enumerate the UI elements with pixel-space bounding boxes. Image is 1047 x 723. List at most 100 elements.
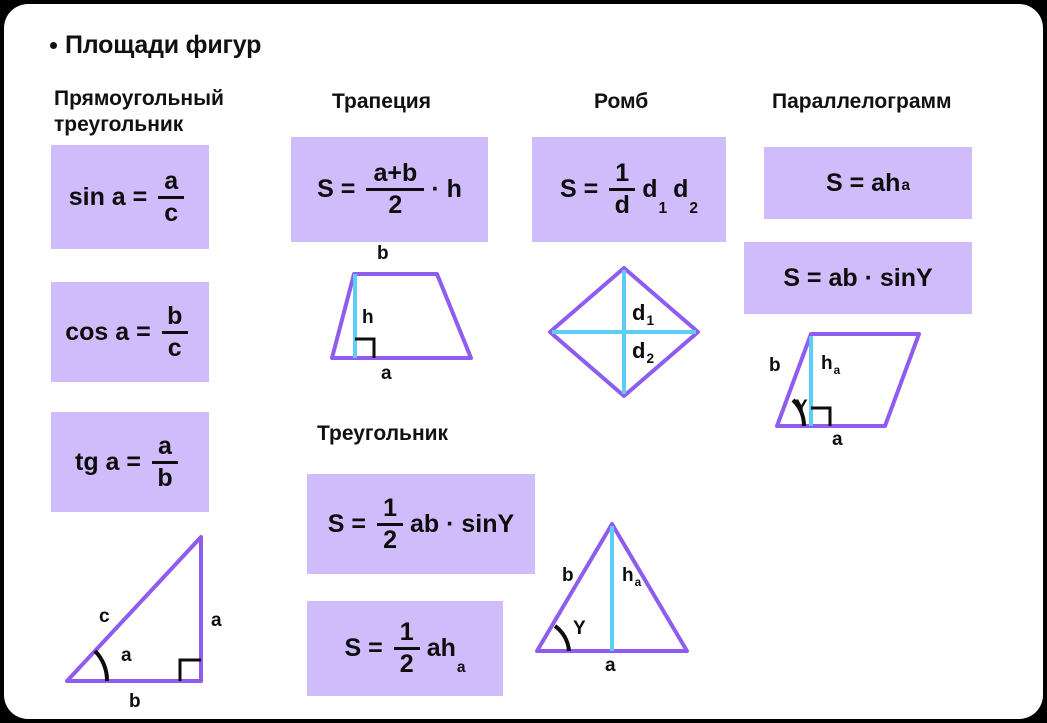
formula-sin-lhs: sin a =	[68, 182, 148, 211]
label-hypotenuse-c: c	[99, 606, 110, 627]
formula-tg-denominator: b	[157, 463, 173, 492]
fraction-bar	[152, 460, 178, 464]
right-angle-marker	[355, 337, 376, 358]
formula-cos-numerator: b	[167, 301, 183, 330]
formula-parallelogram-ah-sub: a	[901, 177, 910, 194]
section-heading-triangle: Треугольник	[317, 422, 449, 445]
formula-triangle-sin-tail: ab · sinY	[410, 509, 515, 538]
rhombus-outline	[548, 266, 700, 398]
trapezoid-svg	[330, 272, 473, 360]
fraction-bar	[158, 195, 185, 199]
trapezoid-diagram: b h a	[319, 244, 494, 383]
formula-cos-denominator: c	[167, 333, 182, 362]
label-angle-a: a	[121, 645, 132, 666]
right-triangle-svg	[65, 535, 203, 683]
label-height-ha: ha	[622, 565, 642, 589]
bullet-dot-icon	[50, 42, 57, 49]
formula-box-cos: cos a = b c	[51, 282, 209, 382]
label-side-b: b	[769, 355, 781, 376]
angle-arc	[791, 398, 807, 427]
page-title-text: Площади фигур	[65, 31, 262, 59]
label-bottom-a: a	[381, 363, 392, 384]
formula-rhombus-d1: d	[642, 175, 658, 203]
parallelogram-diagram: b ha Y a	[769, 326, 951, 449]
formula-rhombus-d2: d	[673, 175, 689, 203]
formula-sin: sin a = a c	[68, 166, 192, 227]
formula-box-tg: tg a = a b	[51, 412, 209, 512]
formula-trapezoid-denominator: 2	[388, 191, 403, 219]
parallelogram-svg	[775, 332, 921, 428]
section-heading-rhombus: Ромб	[594, 90, 649, 113]
label-diagonal-d1: d1	[632, 300, 655, 329]
label-base-a: a	[605, 655, 616, 676]
triangle-diagram: b ha Y a	[529, 516, 704, 675]
label-angle-y: Y	[795, 397, 808, 418]
label-angle-y: Y	[573, 618, 586, 639]
angle-arc	[553, 624, 571, 652]
label-height-h: h	[362, 307, 374, 328]
formula-box-trapezoid: S = a+b 2 · h	[291, 137, 488, 242]
formula-sin-numerator: a	[164, 166, 179, 195]
trapezoid-outline	[330, 272, 473, 360]
label-diagonal-d2: d2	[632, 338, 655, 367]
formula-triangle-sin-fraction: 1 2	[377, 493, 404, 553]
label-height-ha: ha	[821, 353, 841, 377]
formula-triangle-ah-numerator: 1	[399, 618, 414, 646]
right-angle-marker	[178, 658, 201, 681]
section-heading-right-triangle: Прямоугольный треугольник	[54, 87, 224, 137]
formula-triangle-ah-denominator: 2	[399, 650, 414, 678]
triangle-svg	[535, 522, 689, 653]
formula-triangle-ah-sub: a	[456, 658, 466, 676]
formula-triangle-sin: S = 1 2 ab · sinY	[327, 493, 515, 553]
formula-rhombus-lhs: S =	[559, 175, 599, 203]
formula-trapezoid-tail: · h	[431, 175, 462, 203]
fraction-bar	[377, 522, 404, 526]
formula-tg-numerator: a	[158, 431, 172, 460]
formula-triangle-sin-lhs: S =	[327, 509, 367, 538]
rhombus-svg	[548, 266, 700, 398]
fraction-bar	[366, 188, 425, 191]
cheatsheet-card: Площади фигур Прямоугольный треугольник …	[4, 4, 1043, 719]
right-triangle-diagram: c a b a	[59, 529, 224, 711]
formula-triangle-sin-numerator: 1	[383, 493, 397, 522]
right-triangle-outline	[65, 535, 203, 683]
parallelogram-outline	[775, 332, 921, 428]
formula-rhombus-fraction: 1 d	[609, 159, 636, 219]
formula-parallelogram-ah-text: S = ah	[826, 168, 901, 197]
label-side-a: a	[211, 610, 222, 631]
formula-cos: cos a = b c	[65, 301, 194, 362]
rhombus-diagram: d1 d2	[544, 262, 704, 402]
formula-tg-lhs: tg a =	[75, 447, 141, 476]
fraction-bar	[393, 647, 420, 650]
formula-box-sin: sin a = a c	[51, 145, 209, 249]
fraction-bar	[609, 188, 636, 191]
right-angle-marker	[811, 406, 832, 426]
formula-triangle-ah-tail: ah	[426, 634, 456, 662]
formula-trapezoid-lhs: S =	[317, 175, 356, 203]
formula-box-parallelogram-sin: S = ab · sinY	[744, 242, 972, 314]
formula-parallelogram-sin-text: S = ab · sinY	[783, 263, 933, 292]
section-heading-parallelogram: Параллелограмм	[772, 90, 952, 113]
formula-trapezoid-fraction: a+b 2	[366, 159, 425, 219]
formula-sin-denominator: c	[164, 198, 179, 227]
formula-trapezoid: S = a+b 2 · h	[317, 161, 462, 218]
formula-trapezoid-numerator: a+b	[373, 159, 418, 187]
fraction-bar	[161, 330, 188, 334]
formula-rhombus-d2-sub: 2	[689, 199, 699, 217]
label-base-b: b	[129, 691, 141, 712]
formula-rhombus-numerator: 1	[615, 159, 630, 187]
label-base-a: a	[832, 429, 843, 450]
formula-rhombus-denominator: d	[614, 191, 630, 219]
formula-tg-fraction: a b	[152, 431, 178, 492]
formula-triangle-ah-fraction: 1 2	[393, 618, 420, 678]
label-top-b: b	[377, 243, 389, 264]
formula-parallelogram-sin: S = ab · sinY	[783, 263, 933, 292]
formula-cos-lhs: cos a =	[65, 317, 151, 346]
formula-rhombus-d1-sub: 1	[658, 199, 668, 217]
